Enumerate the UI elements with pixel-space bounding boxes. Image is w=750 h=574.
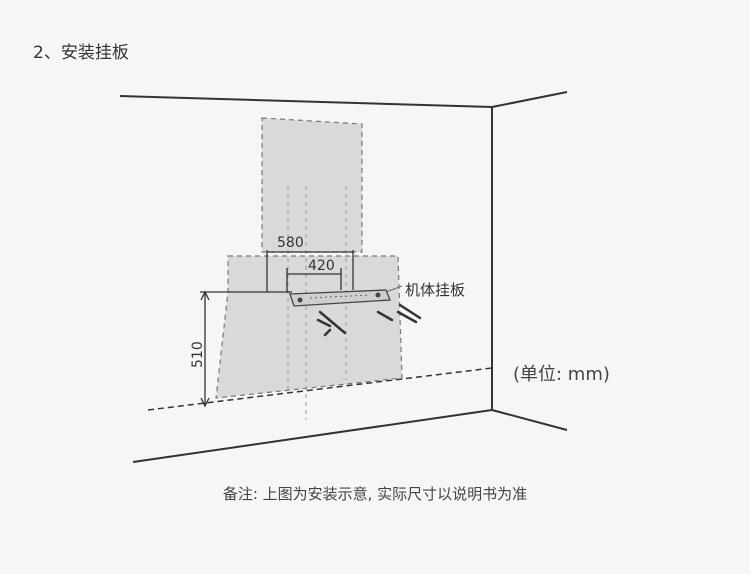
hood-chimney xyxy=(261,117,363,253)
part-label: 机体挂板 xyxy=(405,281,466,299)
dimension-510 xyxy=(200,290,292,408)
guide-lines xyxy=(287,186,347,420)
label-leader-line xyxy=(385,285,403,293)
dimension-580 xyxy=(266,250,354,292)
footnote: 备注: 上图为安装示意, 实际尺寸以说明书为准 xyxy=(222,485,528,503)
hood-body xyxy=(215,255,403,399)
floor-reference-line xyxy=(147,367,493,411)
section-title: 2、安装挂板 xyxy=(33,43,129,63)
dimension-580-label: 580 xyxy=(277,235,304,251)
dimension-420 xyxy=(286,268,342,292)
hanging-plate xyxy=(289,289,391,307)
screw-icons xyxy=(316,303,422,337)
room-outline xyxy=(119,91,568,463)
dimension-510-label: 510 xyxy=(190,341,206,368)
unit-label: (单位: mm) xyxy=(513,364,610,385)
dimension-420-label: 420 xyxy=(308,258,335,274)
